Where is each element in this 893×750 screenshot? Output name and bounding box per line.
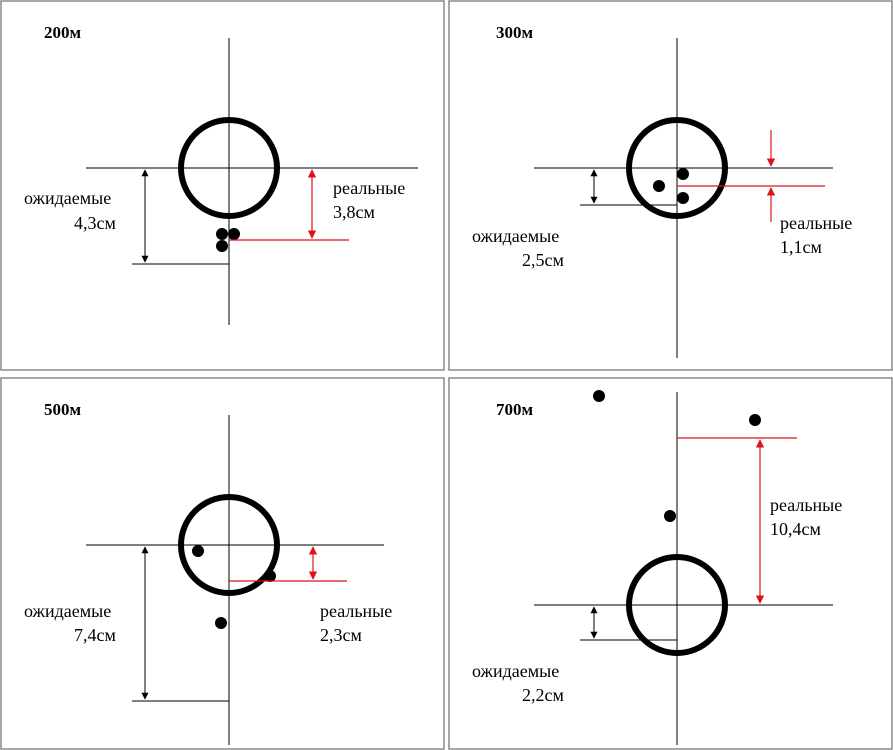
real-label: реальные [320, 601, 392, 621]
panel-500m: 500м ожидаемые 7,4см реальные 2,3см [0, 377, 445, 750]
expected-value: 2,2см [522, 685, 564, 705]
real-label: реальные [333, 178, 405, 198]
target-ring [178, 117, 280, 219]
distance-label: 700м [496, 400, 534, 419]
panel-frame [0, 377, 445, 750]
real-value: 2,3см [320, 625, 362, 645]
bullet-hole [653, 180, 665, 192]
expected-value: 7,4см [74, 625, 116, 645]
panel-300m: 300м ожидаемые 2,5см реальные 1,1см [448, 0, 893, 371]
expected-value: 4,3см [74, 213, 116, 233]
distance-label: 500м [44, 400, 82, 419]
bullet-hole [264, 570, 276, 582]
expected-label: ожидаемые [472, 661, 559, 681]
real-value: 10,4см [770, 519, 821, 539]
bullet-hole [749, 414, 761, 426]
expected-label: ожидаемые [24, 188, 111, 208]
panel-frame [448, 377, 893, 750]
target-ring [626, 117, 728, 219]
real-value: 1,1см [780, 237, 822, 257]
panel-700m: 700м ожидаемые 2,2см реальные 10,4см [448, 377, 893, 750]
distance-label: 300м [496, 23, 534, 42]
expected-label: ожидаемые [24, 601, 111, 621]
distance-label: 200м [44, 23, 82, 42]
target-ring [178, 494, 280, 596]
panel-frame [0, 0, 445, 371]
bullet-hole [216, 240, 228, 252]
panel-200m: 200м ожидаемые 4,3см реальные 3,8см [0, 0, 445, 371]
expected-value: 2,5см [522, 250, 564, 270]
bullet-hole [228, 228, 240, 240]
real-value: 3,8см [333, 202, 375, 222]
target-ring [626, 554, 728, 656]
bullet-hole [677, 192, 689, 204]
bullet-hole [215, 617, 227, 629]
bullet-hole [664, 510, 676, 522]
expected-label: ожидаемые [472, 226, 559, 246]
bullet-hole [216, 228, 228, 240]
panel-frame [448, 0, 893, 371]
bullet-hole [192, 545, 204, 557]
bullet-hole [593, 390, 605, 402]
real-label: реальные [770, 495, 842, 515]
real-label: реальные [780, 213, 852, 233]
bullet-hole [677, 168, 689, 180]
